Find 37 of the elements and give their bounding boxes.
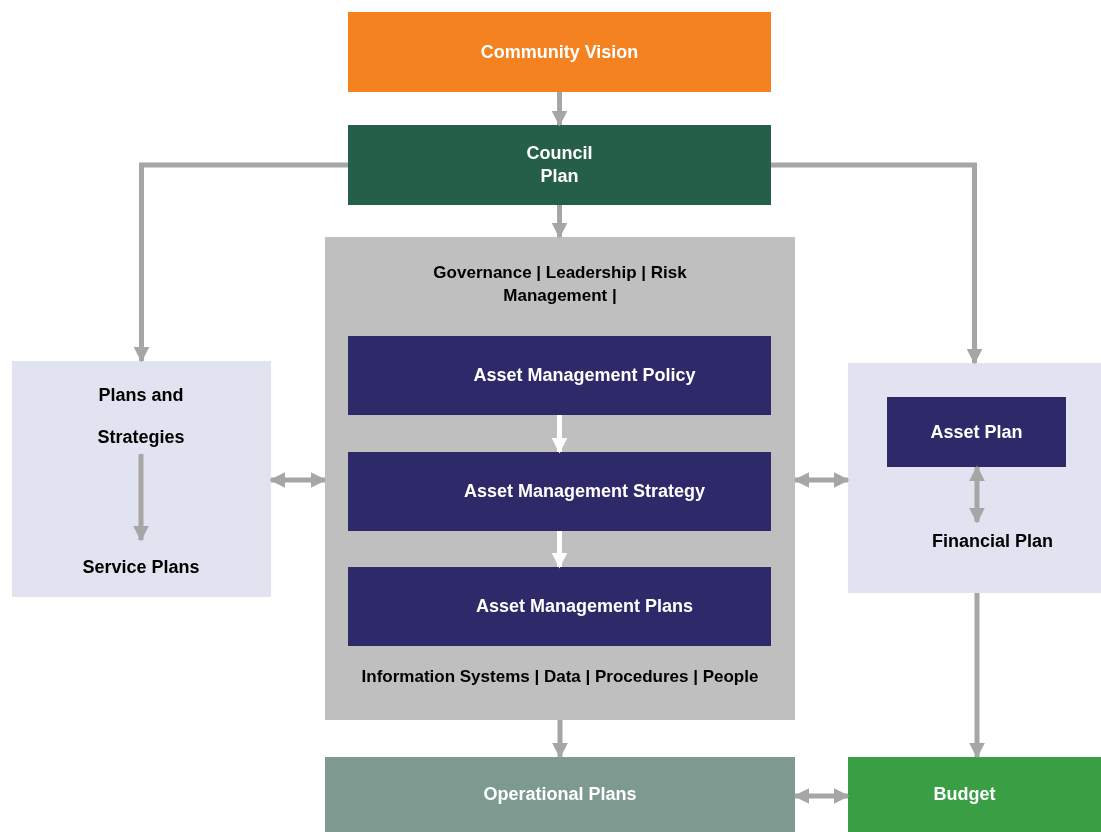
- box-label: Asset Management Plans: [475, 595, 694, 618]
- framework-panel: [325, 237, 795, 720]
- operations-box: [325, 757, 795, 832]
- process-box: [348, 336, 771, 415]
- box-label: Asset Management Policy: [473, 364, 696, 387]
- vision-box: [348, 12, 771, 92]
- text-label: Service Plans: [81, 540, 201, 594]
- arrow: [793, 472, 850, 488]
- arrow: [771, 162, 983, 365]
- heading-text: Information Systems | Data | Procedures | People: [360, 666, 760, 688]
- arrow: [269, 472, 327, 488]
- box-label: Budget: [933, 783, 996, 806]
- plan-box: [348, 125, 771, 205]
- box-label: Operational Plans: [483, 783, 637, 806]
- text-label: Financial Plan: [905, 522, 1080, 560]
- arrow: [793, 788, 850, 804]
- arrow: [552, 720, 568, 759]
- arrow: [969, 465, 985, 524]
- box-label: Asset Management Strategy: [463, 480, 706, 503]
- finance-panel: [848, 363, 1101, 593]
- arrow: [133, 162, 348, 363]
- heading-text: Governance | Leadership | Risk Management |: [432, 262, 688, 307]
- arrow: [551, 92, 568, 127]
- process-box: [348, 567, 771, 646]
- text-label: Plans and Strategies: [66, 378, 216, 454]
- plans-panel: [12, 361, 271, 597]
- arrow: [551, 531, 568, 569]
- process-box: [887, 397, 1066, 467]
- budget-box: [848, 757, 1101, 832]
- arrow: [551, 415, 568, 454]
- arrow: [133, 454, 149, 542]
- arrow: [969, 593, 985, 759]
- box-label: Council Plan: [525, 142, 594, 188]
- arrow: [551, 205, 568, 239]
- process-box: [348, 452, 771, 531]
- box-label: Community Vision: [480, 40, 639, 64]
- box-label: Asset Plan: [930, 420, 1023, 444]
